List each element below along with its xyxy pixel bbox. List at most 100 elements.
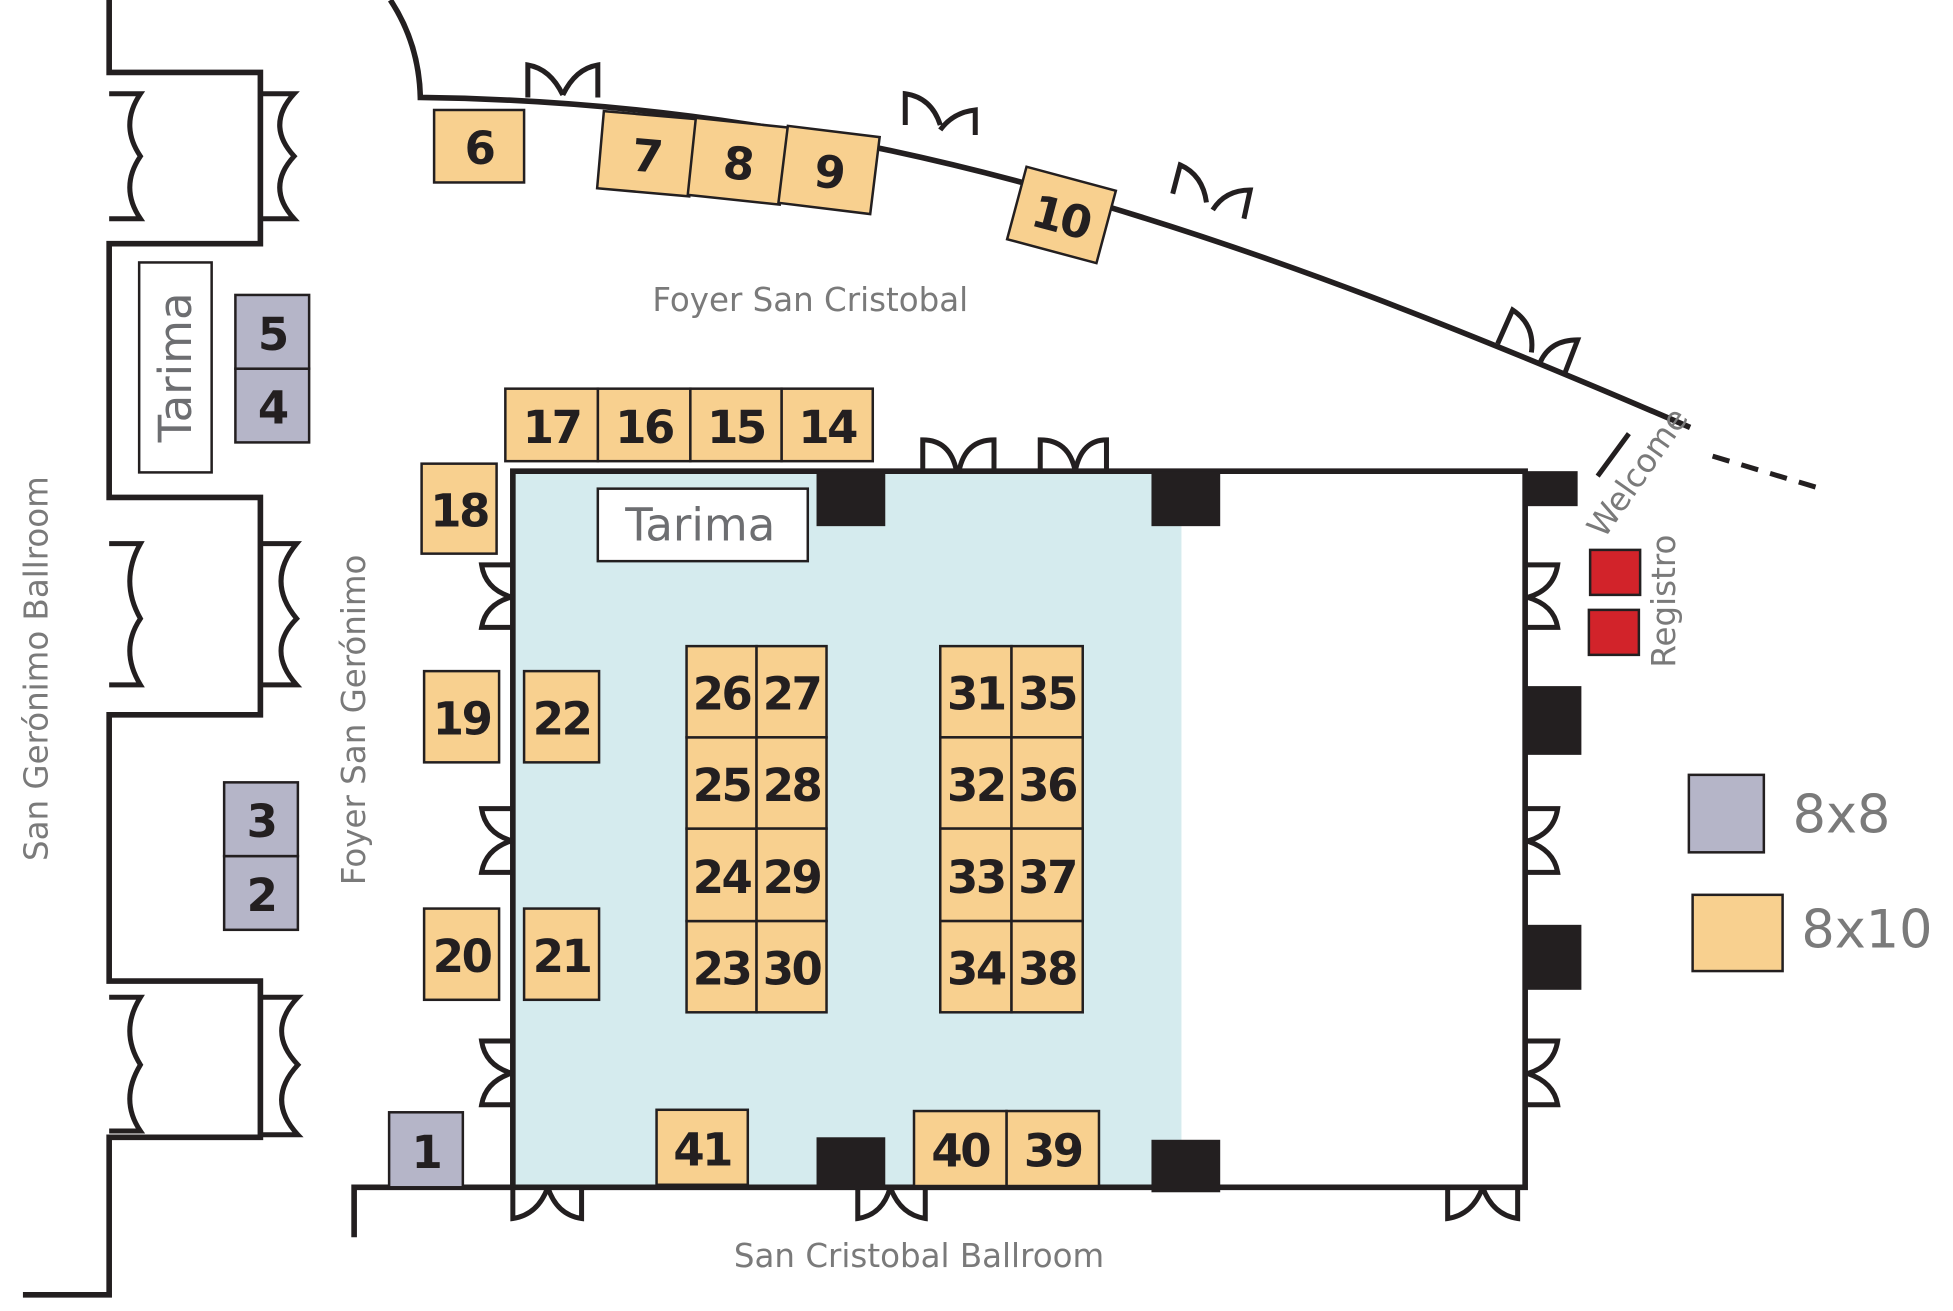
pillar xyxy=(1525,924,1582,990)
door-icon xyxy=(109,91,146,222)
booth-9[interactable]: 9 xyxy=(777,124,882,216)
booth-39[interactable]: 39 xyxy=(1005,1109,1101,1188)
booth-5[interactable]: 5 xyxy=(234,293,311,370)
booth-4[interactable]: 4 xyxy=(234,367,311,444)
booth-24[interactable]: 24 xyxy=(685,827,758,923)
door-icon xyxy=(855,1186,928,1222)
booth-41[interactable]: 41 xyxy=(655,1108,750,1187)
booth-7[interactable]: 7 xyxy=(595,109,698,198)
booth-number: 39 xyxy=(1024,1125,1082,1178)
door-icon xyxy=(902,90,978,135)
booth-20[interactable]: 20 xyxy=(422,907,501,1002)
welcome-label: Welcome xyxy=(1579,401,1695,545)
booth-14[interactable]: 14 xyxy=(780,387,875,463)
booth-box[interactable] xyxy=(755,736,828,830)
booth-36[interactable]: 36 xyxy=(1010,736,1084,830)
booth-29[interactable]: 29 xyxy=(755,827,828,923)
booth-box[interactable] xyxy=(685,736,758,830)
booth-box[interactable] xyxy=(1005,165,1118,265)
booth-box[interactable] xyxy=(685,919,758,1014)
booth-number: 24 xyxy=(693,851,752,904)
booth-box[interactable] xyxy=(222,781,300,858)
booth-box[interactable] xyxy=(912,1109,1008,1188)
booth-box[interactable] xyxy=(422,669,501,764)
booth-8[interactable]: 8 xyxy=(686,116,790,206)
booth-32[interactable]: 32 xyxy=(939,736,1013,830)
booth-25[interactable]: 25 xyxy=(685,736,758,830)
booth-18[interactable]: 18 xyxy=(420,462,498,555)
door-icon xyxy=(478,806,514,875)
door-icons xyxy=(109,62,1582,1222)
booth-33[interactable]: 33 xyxy=(939,827,1013,923)
booth-number: 26 xyxy=(693,668,751,721)
booth-box[interactable] xyxy=(939,736,1013,830)
booth-box[interactable] xyxy=(222,854,300,932)
booth-box[interactable] xyxy=(689,387,783,463)
booth-19[interactable]: 19 xyxy=(422,669,501,764)
booth-box[interactable] xyxy=(755,644,828,739)
booth-number: 29 xyxy=(763,851,821,904)
booth-box[interactable] xyxy=(432,108,526,184)
booth-10[interactable]: 10 xyxy=(1005,165,1118,265)
booth-number: 25 xyxy=(693,759,751,812)
registration-desk[interactable] xyxy=(1587,608,1641,657)
booth-box[interactable] xyxy=(777,124,882,216)
booth-number: 19 xyxy=(433,693,491,746)
booth-28[interactable]: 28 xyxy=(755,736,828,830)
booth-box[interactable] xyxy=(522,907,601,1002)
booth-box[interactable] xyxy=(504,387,600,463)
booth-box[interactable] xyxy=(655,1108,750,1187)
booth-number: 32 xyxy=(947,759,1005,812)
booth-box[interactable] xyxy=(1010,644,1084,739)
booth-number: 3 xyxy=(247,795,276,848)
booth-number: 8 xyxy=(720,136,754,192)
booth-26[interactable]: 26 xyxy=(685,644,758,739)
booth-box[interactable] xyxy=(1010,919,1084,1014)
booth-2[interactable]: 2 xyxy=(222,854,300,932)
booth-38[interactable]: 38 xyxy=(1010,919,1084,1014)
booth-17[interactable]: 17 xyxy=(504,387,600,463)
booth-number: 18 xyxy=(430,485,488,538)
booth-21[interactable]: 21 xyxy=(522,907,601,1002)
tarima-main: Tarima xyxy=(596,487,810,563)
booth-box[interactable] xyxy=(420,462,498,555)
door-icon xyxy=(478,562,514,630)
booth-box[interactable] xyxy=(387,1111,465,1189)
booth-box[interactable] xyxy=(234,367,311,444)
booth-34[interactable]: 34 xyxy=(939,919,1013,1014)
booth-box[interactable] xyxy=(755,919,828,1014)
booth-16[interactable]: 16 xyxy=(596,387,692,463)
door-icon xyxy=(1525,1038,1561,1108)
legend-label-8x8: 8x8 xyxy=(1793,784,1891,845)
booth-31[interactable]: 31 xyxy=(939,644,1013,739)
booth-1[interactable]: 1 xyxy=(387,1111,465,1189)
booth-15[interactable]: 15 xyxy=(689,387,783,463)
booth-box[interactable] xyxy=(1005,1109,1101,1188)
booth-6[interactable]: 6 xyxy=(432,108,526,184)
pillar xyxy=(1525,686,1582,755)
booth-22[interactable]: 22 xyxy=(522,669,601,764)
booth-40[interactable]: 40 xyxy=(912,1109,1008,1188)
booth-box[interactable] xyxy=(685,644,758,739)
booth-number: 5 xyxy=(258,308,287,361)
booth-35[interactable]: 35 xyxy=(1010,644,1084,739)
legend-swatch-8x10 xyxy=(1691,893,1784,973)
booth-box[interactable] xyxy=(1010,827,1084,923)
booth-number: 1 xyxy=(412,1126,441,1179)
booth-23[interactable]: 23 xyxy=(685,919,758,1014)
booth-box[interactable] xyxy=(1010,736,1084,830)
registration-desk[interactable] xyxy=(1588,548,1642,597)
booth-box[interactable] xyxy=(780,387,875,463)
booth-number: 20 xyxy=(433,930,492,983)
booth-number: 6 xyxy=(465,122,494,175)
booth-27[interactable]: 27 xyxy=(755,644,828,739)
booth-number: 9 xyxy=(811,144,846,200)
booth-3[interactable]: 3 xyxy=(222,781,300,858)
booth-30[interactable]: 30 xyxy=(755,919,828,1014)
booth-box[interactable] xyxy=(422,907,501,1002)
booth-37[interactable]: 37 xyxy=(1010,827,1084,923)
pillar xyxy=(1525,471,1578,507)
booth-box[interactable] xyxy=(522,669,601,764)
booth-number: 27 xyxy=(763,668,821,721)
booth-box[interactable] xyxy=(234,293,311,370)
